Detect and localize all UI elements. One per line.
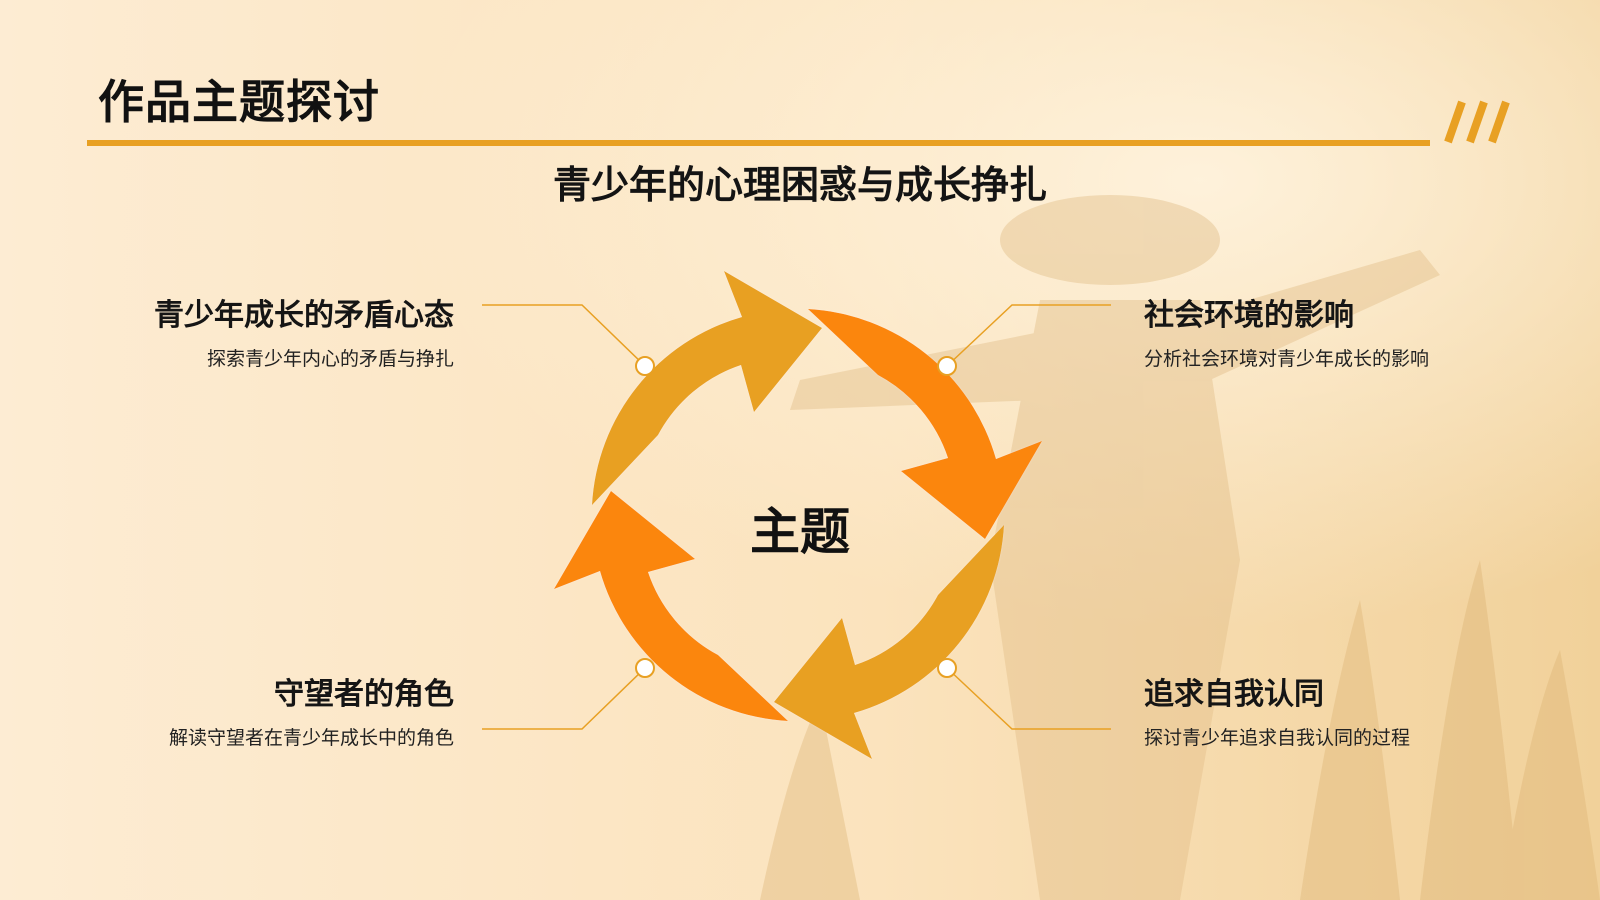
connector-line-bottom-right	[946, 667, 1111, 730]
page-title: 作品主题探讨	[98, 75, 380, 129]
connector-dot-bottom-left	[635, 658, 655, 678]
connector-dot-bottom-right	[937, 658, 957, 678]
cycle-arrow-icon	[592, 271, 822, 505]
diagram-subtitle: 青少年的心理困惑与成长挣扎	[552, 163, 1047, 207]
cycle-arrow-icon	[554, 491, 788, 721]
item-desc-bottom-left: 解读守望者在青少年成长中的角色	[168, 727, 454, 749]
cycle-arrow-icon	[808, 309, 1042, 539]
item-desc-bottom-right: 探讨青少年追求自我认同的过程	[1144, 727, 1411, 749]
item-title-top-left: 青少年成长的矛盾心态	[154, 298, 454, 333]
cycle-arrow-icon	[774, 525, 1004, 759]
item-title-top-right: 社会环境的影响	[1144, 298, 1354, 333]
item-desc-top-right: 分析社会环境对青少年成长的影响	[1144, 348, 1430, 370]
item-desc-top-left: 探索青少年内心的矛盾与挣扎	[206, 348, 454, 370]
cycle-center-label: 主题	[750, 503, 850, 561]
item-title-bottom-left: 守望者的角色	[274, 677, 454, 712]
connector-dot-top-left	[635, 356, 655, 376]
title-underline	[87, 140, 1430, 146]
item-title-bottom-right: 追求自我认同	[1144, 677, 1324, 712]
connector-line-bottom-left	[482, 667, 646, 730]
connector-line-top-right	[946, 304, 1111, 367]
connector-dot-top-right	[937, 356, 957, 376]
connector-line-top-left	[482, 304, 646, 367]
decorative-slash-icon	[1444, 100, 1510, 144]
